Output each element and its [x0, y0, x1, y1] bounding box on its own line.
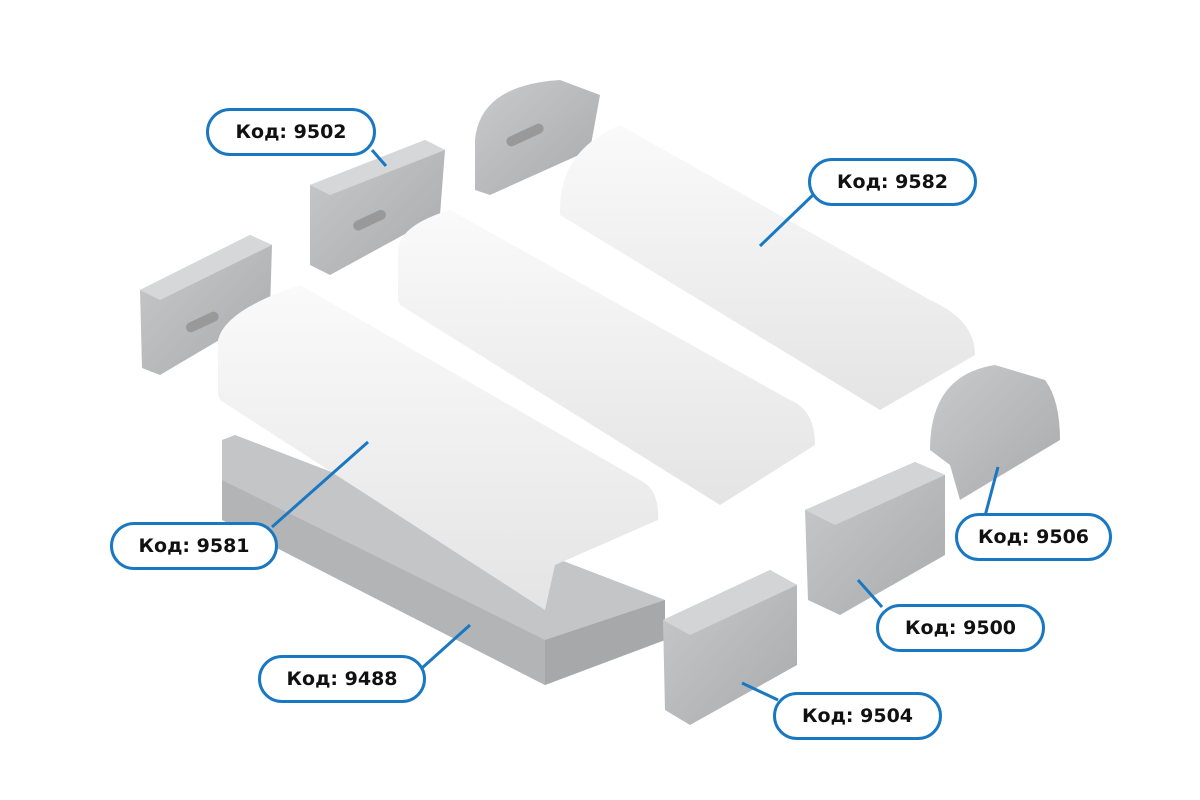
- leader-9581: [271, 440, 369, 529]
- end-cap-9506: [930, 365, 1060, 500]
- label-9504: Код: 9504: [773, 692, 942, 740]
- cover-9582: [560, 125, 975, 410]
- end-cap-left: [140, 235, 272, 375]
- end-cap-round-top: [475, 80, 600, 195]
- leader-9582: [758, 192, 816, 248]
- leader-9488: [420, 623, 472, 670]
- leader-9500: [856, 579, 884, 608]
- end-cap-9502: [310, 140, 445, 275]
- end-cap-9500: [805, 462, 945, 615]
- label-9581: Код: 9581: [110, 522, 278, 570]
- label-9500: Код: 9500: [876, 604, 1045, 652]
- label-9488: Код: 9488: [258, 655, 426, 703]
- leader-9504: [741, 681, 779, 702]
- leader-9506: [983, 466, 1000, 517]
- label-9502: Код: 9502: [206, 108, 376, 156]
- end-cap-9504: [663, 570, 797, 725]
- leader-9502: [370, 149, 388, 167]
- label-9582: Код: 9582: [808, 158, 977, 206]
- profile-9488: [222, 435, 665, 685]
- leader-lines: [271, 149, 1000, 702]
- cover-middle: [398, 210, 815, 505]
- label-9506: Код: 9506: [955, 513, 1112, 561]
- cover-9581: [218, 285, 659, 610]
